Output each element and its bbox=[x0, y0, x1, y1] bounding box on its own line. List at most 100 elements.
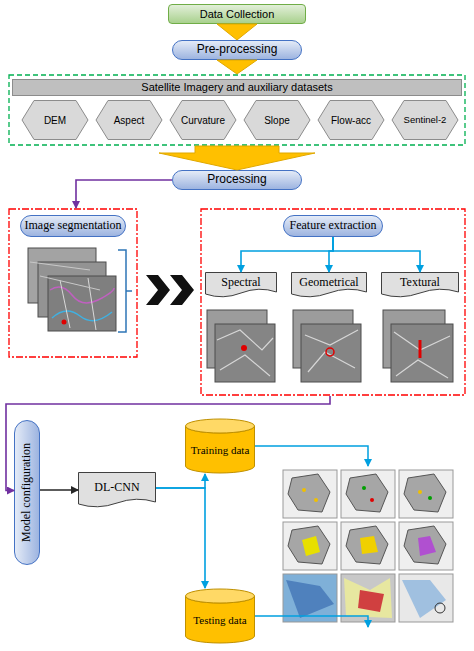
process-pill: Pre-processing bbox=[172, 40, 302, 60]
node-label: Model configuration bbox=[20, 443, 33, 542]
result-maps bbox=[346, 526, 388, 564]
textural-images bbox=[383, 310, 453, 382]
document-box: Textural bbox=[381, 272, 459, 298]
result-maps bbox=[402, 580, 446, 618]
vertical-pill: Model configuration bbox=[14, 420, 40, 565]
database-cylinder: Training data bbox=[185, 418, 255, 474]
geometrical-images bbox=[305, 330, 358, 372]
node-label: Spectral bbox=[221, 276, 260, 289]
database-cylinder: Testing data bbox=[185, 588, 255, 644]
node-label: Pre-processing bbox=[197, 43, 278, 56]
result-links bbox=[255, 446, 368, 466]
segmentation-images bbox=[52, 311, 112, 321]
hexagon-outline bbox=[96, 101, 162, 140]
textural-images bbox=[391, 324, 453, 382]
node-label: DEM bbox=[44, 115, 66, 126]
textural-images bbox=[383, 310, 445, 368]
result-maps bbox=[283, 470, 453, 622]
bracket bbox=[118, 250, 132, 332]
dataset-hexagon: DEM bbox=[22, 100, 88, 140]
segmentation-images bbox=[62, 320, 67, 325]
connector-line bbox=[76, 180, 172, 208]
step-group: Image segmentation bbox=[8, 208, 138, 358]
node-label: Data Collection bbox=[200, 8, 275, 20]
result-maps bbox=[341, 574, 395, 622]
node-label: Training data bbox=[191, 444, 250, 456]
chevron-arrow bbox=[146, 275, 194, 305]
document-box: Geometrical bbox=[291, 272, 367, 298]
geometrical-images bbox=[293, 310, 353, 368]
result-maps bbox=[428, 496, 432, 500]
group-heading: Satellite Imagery and auxiliary datasets bbox=[12, 79, 462, 96]
hexagon-outline bbox=[244, 101, 310, 140]
process-pill: Processing bbox=[172, 170, 302, 190]
segmentation-images bbox=[50, 287, 114, 303]
result-maps bbox=[341, 522, 395, 570]
chevron bbox=[170, 275, 194, 305]
result-maps bbox=[358, 590, 384, 612]
start-box: Data Collection bbox=[168, 4, 306, 24]
result-maps bbox=[341, 470, 395, 518]
segmentation-images bbox=[38, 262, 106, 317]
textural-images bbox=[394, 332, 450, 378]
segmentation-images bbox=[60, 278, 96, 330]
cylinder-top bbox=[186, 589, 255, 603]
result-maps bbox=[399, 470, 453, 518]
group-heading: Feature extraction bbox=[283, 215, 383, 237]
segmentation-images bbox=[30, 262, 100, 290]
node-label: Sentinel-2 bbox=[404, 115, 447, 125]
dataset-group: Satellite Imagery and auxiliary datasets… bbox=[8, 74, 466, 146]
dataset-hexagon: Slope bbox=[244, 100, 310, 140]
textural-images bbox=[419, 340, 422, 358]
frame-outline bbox=[9, 209, 137, 357]
result-maps bbox=[286, 580, 334, 618]
connector-line bbox=[241, 237, 333, 272]
block-arrow bbox=[159, 146, 315, 170]
node-label: Curvature bbox=[181, 115, 225, 126]
node-label: Flow-acc bbox=[331, 115, 371, 126]
connector-line bbox=[40, 489, 78, 491]
node-label: Processing bbox=[207, 173, 266, 186]
block-arrow bbox=[217, 24, 257, 40]
dataset-hexagon: Flow-acc bbox=[318, 100, 384, 140]
result-maps bbox=[404, 474, 446, 512]
document-outline bbox=[292, 273, 367, 297]
result-maps bbox=[362, 486, 366, 490]
document-box: Spectral bbox=[205, 272, 277, 298]
spectral-images bbox=[207, 310, 267, 368]
result-maps bbox=[283, 574, 337, 622]
node-label: Aspect bbox=[114, 115, 145, 126]
chevron bbox=[146, 275, 170, 305]
result-links bbox=[255, 446, 368, 627]
segmentation-images bbox=[28, 248, 116, 331]
result-maps bbox=[418, 490, 422, 494]
node-label: DL-CNN bbox=[94, 481, 139, 494]
hexagon-outline bbox=[318, 101, 384, 140]
result-maps bbox=[314, 498, 318, 502]
document-outline bbox=[206, 273, 277, 297]
result-maps bbox=[302, 488, 306, 492]
segmentation-images bbox=[48, 276, 116, 331]
node-label: Textural bbox=[400, 276, 440, 289]
connector-line bbox=[156, 488, 205, 588]
hexagon-outline bbox=[170, 101, 236, 140]
block-arrow bbox=[217, 60, 257, 74]
connector-line bbox=[329, 237, 333, 272]
geometrical-images bbox=[293, 310, 361, 382]
dataset-hexagon: Sentinel-2 bbox=[392, 100, 458, 140]
frame-outline bbox=[9, 75, 465, 145]
spectral-images bbox=[241, 345, 247, 351]
connector-line bbox=[6, 396, 330, 491]
result-maps bbox=[283, 522, 337, 570]
step-group: Feature extractionSpectral Geometrical Tex… bbox=[200, 208, 466, 396]
spectral-images bbox=[217, 330, 273, 376]
result-maps bbox=[288, 526, 330, 564]
spectral-images bbox=[207, 310, 275, 382]
hexagon-outline bbox=[22, 101, 88, 140]
result-maps bbox=[360, 536, 378, 554]
result-maps bbox=[288, 474, 330, 512]
connector-line bbox=[156, 474, 205, 488]
segmentation-images bbox=[28, 248, 96, 303]
